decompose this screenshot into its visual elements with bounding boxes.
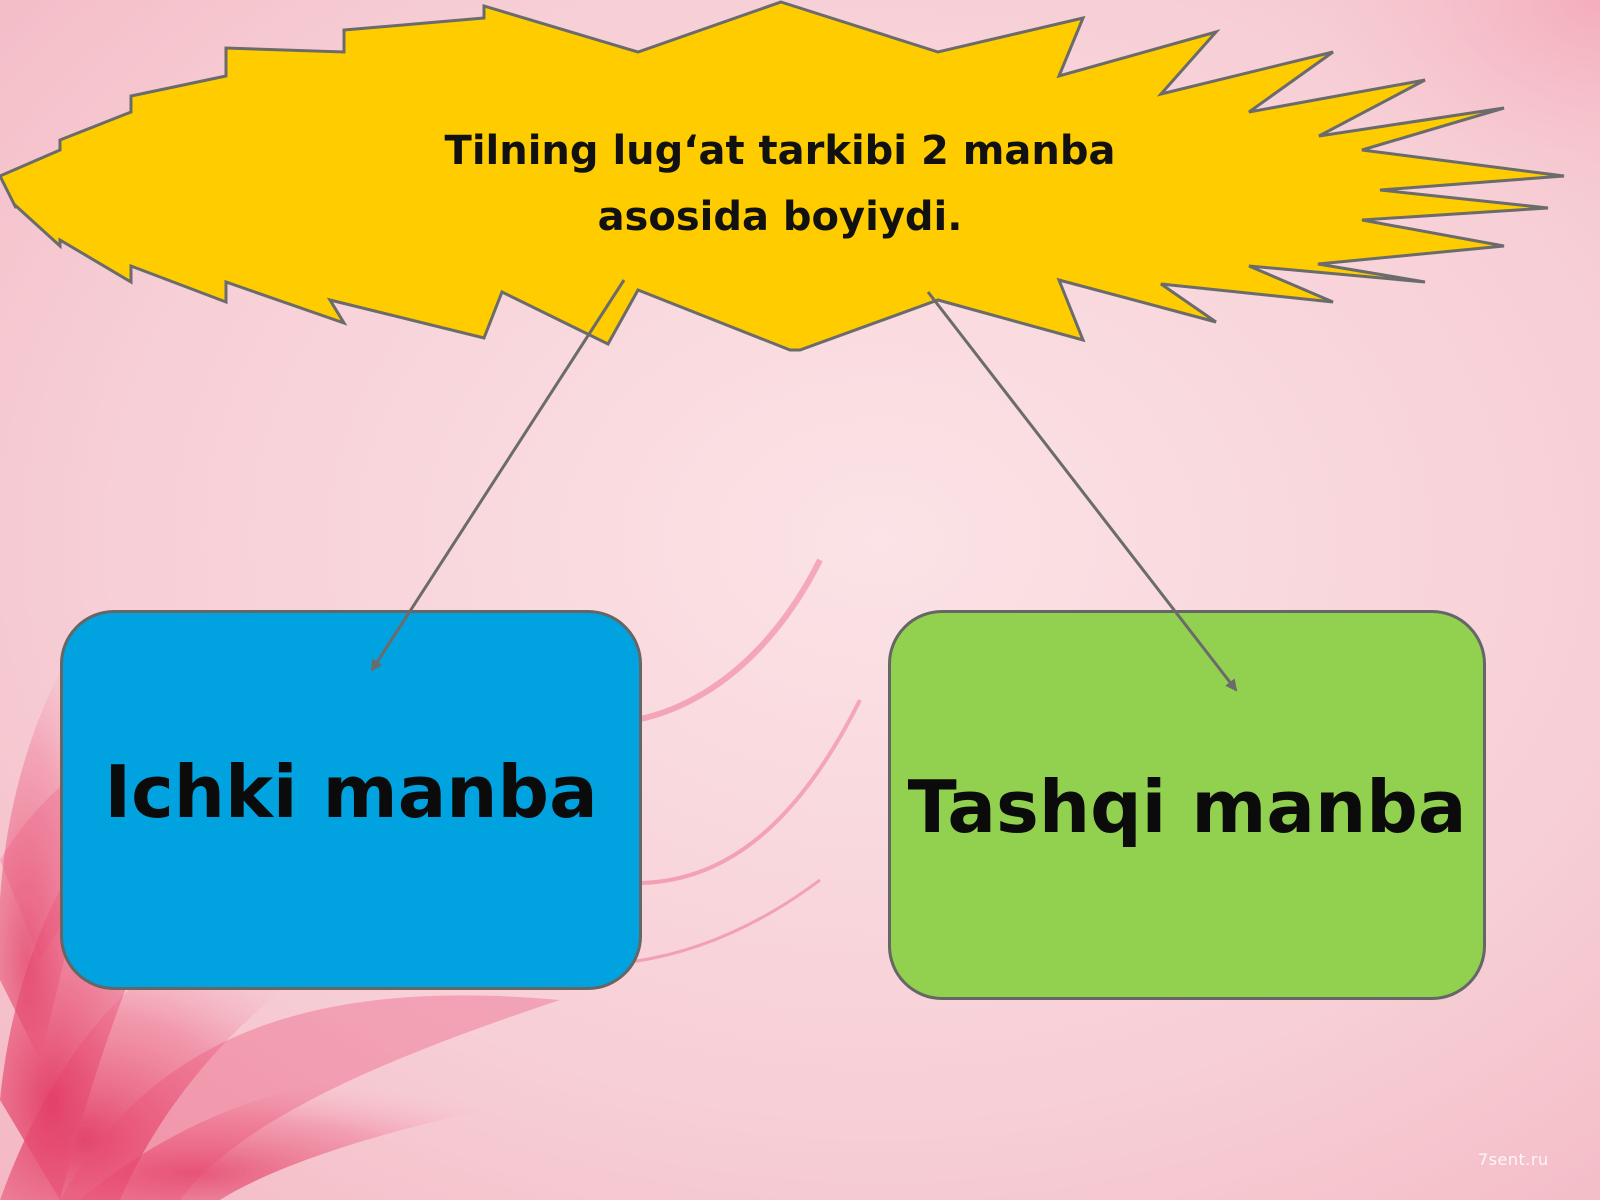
title-line-2: asosida boyiydi. bbox=[597, 194, 963, 240]
node-external-source: Tashqi manba bbox=[888, 610, 1486, 1000]
title-line-1: Tilning lug‘at tarkibi 2 manba bbox=[444, 128, 1116, 174]
watermark: 7sent.ru bbox=[1478, 1150, 1549, 1169]
node-internal-source: Ichki manba bbox=[60, 610, 642, 990]
node-label-external: Tashqi manba bbox=[907, 765, 1467, 849]
diagram-title: Tilning lug‘at tarkibi 2 manba asosida b… bbox=[440, 118, 1120, 250]
node-label-internal: Ichki manba bbox=[104, 750, 598, 834]
